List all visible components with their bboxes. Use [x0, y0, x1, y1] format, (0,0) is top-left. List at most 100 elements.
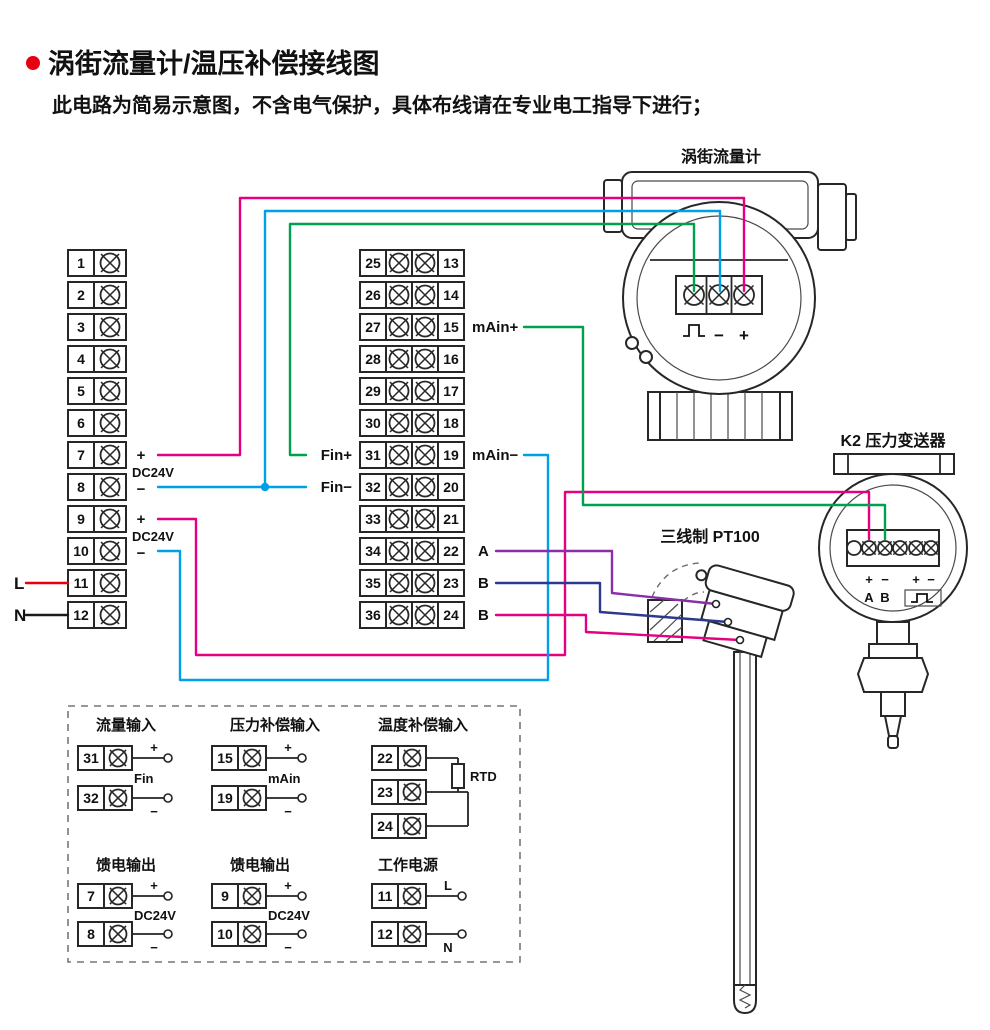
- minus-mark: −: [150, 940, 158, 955]
- terminal-row: 12: [67, 601, 127, 629]
- screw-terminal-icon: [414, 572, 436, 594]
- wire-branch-to-flowmeter-minus: [263, 209, 722, 489]
- screw-terminal-icon: [414, 604, 436, 626]
- screw-terminal-icon: [414, 284, 436, 306]
- connection-node: [163, 929, 173, 939]
- flowmeter-minus-symbol: −: [714, 326, 724, 345]
- screw-terminal-icon: [242, 788, 262, 808]
- screw-terminal-icon: [414, 476, 436, 498]
- terminal-number: 24: [377, 818, 393, 834]
- screw-terminal-icon: [242, 748, 262, 768]
- rtd-mark: RTD: [470, 769, 497, 784]
- terminal-row: 10: [67, 537, 127, 565]
- rtd-b2-label: B: [478, 607, 489, 624]
- screw-terminal-icon: [388, 444, 410, 466]
- terminal-number: 8: [87, 926, 95, 942]
- screw-terminal-icon: [388, 252, 410, 274]
- screw-terminal-icon: [99, 380, 121, 402]
- terminal-number: 5: [77, 383, 85, 399]
- terminal-number: 32: [365, 479, 381, 495]
- screw-terminal-icon: [708, 284, 730, 306]
- plus-mark: +: [150, 740, 158, 755]
- legend-section-title: 工作电源: [378, 856, 438, 874]
- main-minus-label: mAin−: [472, 447, 519, 464]
- terminal-number: 29: [365, 383, 381, 399]
- screw-terminal-icon: [242, 924, 262, 944]
- terminal-number: 33: [365, 511, 381, 527]
- screw-terminal-icon: [99, 252, 121, 274]
- terminal-number: 22: [377, 750, 393, 766]
- terminal-number: 13: [443, 255, 459, 271]
- terminal-number: 12: [377, 926, 393, 942]
- flowmeter-plus-symbol: +: [739, 326, 749, 345]
- terminal-number: 18: [443, 415, 459, 431]
- terminal-number: 19: [217, 790, 233, 806]
- plus-mark: +: [150, 878, 158, 893]
- wire-rtd-b1: [494, 581, 730, 624]
- line-l-label: L: [14, 574, 24, 593]
- terminal-row: 3: [67, 313, 127, 341]
- neutral-mark: N: [443, 940, 452, 955]
- k2-polarity-2: −: [881, 572, 889, 587]
- screw-terminal-icon: [99, 604, 121, 626]
- terminal-number: 23: [443, 575, 459, 591]
- screw-terminal-icon: [99, 316, 121, 338]
- rtd-probe-tip: [733, 984, 757, 1015]
- wires: [24, 196, 887, 682]
- bolt-icon: [625, 336, 639, 350]
- terminal-row: 5: [67, 377, 127, 405]
- screw-terminal-icon: [99, 412, 121, 434]
- screw-terminal-icon: [388, 508, 410, 530]
- terminal-row: 7: [67, 441, 127, 469]
- plus-label-9: +: [137, 511, 146, 528]
- terminal-number: 8: [77, 479, 85, 495]
- terminal-number: 30: [365, 415, 381, 431]
- terminal-number: 9: [77, 511, 85, 527]
- wire-flowmeter-pulse-to-fin-plus: [288, 222, 696, 457]
- k2-label-a: A: [864, 590, 874, 605]
- terminal-number: 7: [77, 447, 85, 463]
- screw-terminal-icon: [99, 348, 121, 370]
- signal-label: DC24V: [134, 908, 176, 923]
- terminal-row: 9: [67, 505, 127, 533]
- minus-label-10: −: [137, 545, 146, 562]
- rtd-head-terminal: [711, 599, 721, 609]
- fin-minus-label: Fin−: [321, 479, 352, 496]
- screw-terminal-icon: [388, 316, 410, 338]
- page-subtitle: 此电路为简易示意图，不含电气保护，具体布线请在专业电工指导下进行；: [52, 93, 712, 117]
- terminal-number: 27: [365, 319, 381, 335]
- legend-box: 流量输入3132+−Fin压力补偿输入1519+−mAin温度补偿输入22232…: [67, 705, 521, 963]
- screw-terminal-icon: [388, 348, 410, 370]
- wire-transmitter-to-main-plus: [522, 325, 887, 541]
- terminal-row: 8: [67, 473, 127, 501]
- rtd-a-label: A: [478, 543, 489, 560]
- terminal-row: 1: [67, 249, 127, 277]
- screw-terminal-icon: [414, 252, 436, 274]
- terminal-row: 2: [67, 281, 127, 309]
- screw-terminal-icon: [108, 886, 128, 906]
- terminal-number: 10: [217, 926, 233, 942]
- wire-main-minus-return: [156, 453, 550, 682]
- terminal-number: 19: [443, 447, 459, 463]
- connection-node: [163, 891, 173, 901]
- screw-terminal-icon: [846, 540, 862, 556]
- screw-terminal-icon: [402, 782, 422, 802]
- screw-terminal-icon: [388, 572, 410, 594]
- rtd-probe: [733, 651, 757, 989]
- terminal-number: 15: [217, 750, 233, 766]
- header: 涡街流量计/温压补偿接线图 此电路为简易示意图，不含电气保护，具体布线请在专业电…: [26, 49, 712, 117]
- terminal-number: 11: [378, 888, 393, 904]
- terminal-number: 14: [443, 287, 459, 303]
- connection-node: [457, 929, 467, 939]
- rtd-b1-label: B: [478, 575, 489, 592]
- screw-terminal-icon: [402, 748, 422, 768]
